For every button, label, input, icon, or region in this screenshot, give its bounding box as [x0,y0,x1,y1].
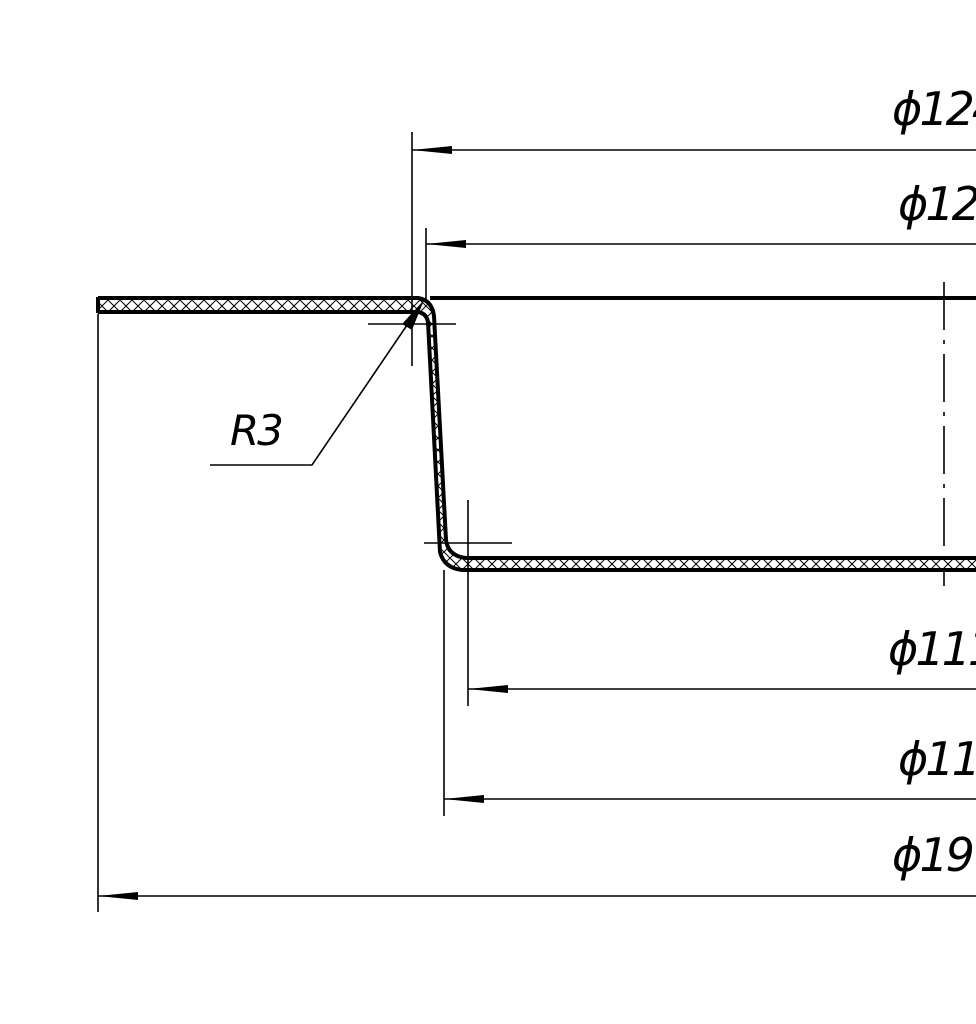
dim-label-124: ϕ124 [892,82,976,136]
dim-label-12x: ϕ12 [898,177,976,231]
section-outer-contour [98,296,976,560]
radius-leader [210,305,421,466]
dimension-lines [98,146,976,900]
dim-label-111: ϕ111 [888,622,976,676]
extension-lines [97,132,469,912]
dim-label-19x: ϕ19 [892,828,973,882]
radius-callout: R3 [210,300,424,466]
dim-label-117: ϕ117 [898,732,976,786]
part-section [96,296,976,572]
dimension-labels: ϕ124 ϕ12 ϕ111 ϕ117 ϕ19 [888,82,976,882]
radius-label: R3 [230,406,282,455]
section-inner-contour [98,310,976,572]
radius-arrowhead [402,300,424,330]
